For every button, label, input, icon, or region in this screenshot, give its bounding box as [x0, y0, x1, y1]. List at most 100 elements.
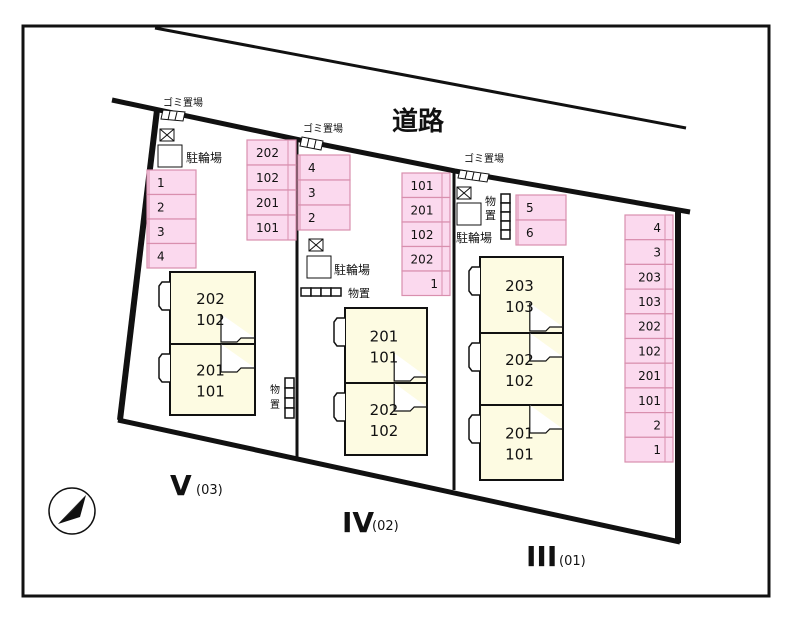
- parking-slot-label: 2: [653, 418, 661, 432]
- storage-units-iii: [500, 193, 511, 240]
- room-number-upper: 203: [505, 277, 534, 295]
- entrance-porch: [468, 266, 480, 296]
- lot-boundary-left: [117, 109, 160, 421]
- parking-slot-label: 1: [157, 176, 165, 190]
- parking-slot-label: 201: [638, 369, 661, 383]
- bicycle-label-v: 駐輪場: [186, 150, 222, 165]
- lot-boundary-top: [111, 97, 691, 215]
- lot-boundary-bottom: [117, 417, 681, 545]
- stair-outline: [220, 344, 255, 373]
- storage-label-iii-2: 置: [485, 209, 496, 222]
- parking-slot-label: 103: [638, 295, 661, 309]
- room-number-lower: 101: [505, 446, 534, 464]
- stair-outline: [529, 333, 563, 362]
- parking-slot-label: 102: [411, 228, 434, 242]
- room-number-lower: 101: [370, 349, 399, 367]
- parking-slot-label: 101: [638, 394, 661, 408]
- garbage-area-icon: [299, 136, 324, 151]
- parking-slot-label: 202: [638, 320, 661, 334]
- garbage-label-iii: ゴミ置場: [464, 152, 504, 165]
- parking-slot-label: 4: [308, 161, 316, 175]
- room-number-lower: 102: [370, 422, 399, 440]
- parking-slot: [146, 169, 197, 196]
- parking-slot-label: 201: [411, 203, 434, 217]
- room-number-lower: 102: [196, 311, 225, 329]
- parking-slot-label: 4: [653, 221, 661, 235]
- stair-outline: [529, 303, 563, 332]
- building-unit: [169, 343, 256, 416]
- garbage-label-v: ゴミ置場: [163, 96, 203, 109]
- parking-slot-label: 5: [526, 201, 534, 215]
- parking-slot-label: 2: [157, 200, 165, 214]
- hydrant-box-icon: [308, 238, 324, 252]
- parking-slot: [146, 218, 197, 245]
- hydrant-box-icon: [159, 128, 175, 142]
- parking-slot: [401, 270, 451, 297]
- stair-outline: [529, 405, 563, 434]
- storage-label-iii-1: 物: [485, 194, 496, 208]
- parking-slot-label: 2: [308, 211, 316, 225]
- parking-slot-label: 202: [411, 252, 434, 266]
- stair-outline: [220, 314, 255, 343]
- parking-slot-label: 3: [157, 225, 165, 239]
- parking-block-iii-right: 4 3 203 103 202 102 201 101 2 1: [624, 214, 674, 463]
- garbage-area-icon: [160, 109, 186, 122]
- stair-outline: [393, 383, 427, 412]
- bicycle-parking-iv: [306, 255, 332, 279]
- parking-slot: [297, 204, 351, 231]
- parking-block-iv-right: 101 201 102 202 1: [401, 172, 451, 297]
- section-code-v: (03): [196, 483, 223, 498]
- entrance-porch: [468, 342, 480, 372]
- section-code-iii: (01): [559, 554, 586, 569]
- bicycle-parking-iii: [456, 202, 482, 226]
- room-number-upper: 202: [505, 351, 534, 369]
- bicycle-label-iii: 駐輪場: [456, 230, 492, 245]
- parking-slot-label: 1: [430, 277, 438, 291]
- building-unit: [479, 332, 564, 406]
- parking-slot-label: 101: [256, 221, 279, 235]
- entrance-porch: [468, 414, 480, 444]
- section-numeral-iii: III: [526, 540, 557, 573]
- parking-slot: [624, 214, 674, 241]
- entrance-porch: [158, 281, 170, 311]
- parking-slot-label: 203: [638, 270, 661, 284]
- room-number-upper: 202: [196, 290, 225, 308]
- parking-slot-label: 201: [256, 196, 279, 210]
- parking-slot: [146, 242, 197, 269]
- parking-slot: [624, 239, 674, 265]
- parking-slot: [515, 219, 567, 246]
- stair-outline: [393, 353, 427, 382]
- parking-slot-label: 102: [638, 344, 661, 358]
- parking-block-iii-small: 56: [515, 194, 567, 246]
- parking-block-iv-left: 432: [297, 154, 351, 231]
- section-code-iv: (02): [372, 519, 399, 534]
- room-number-upper: 201: [370, 328, 399, 346]
- parking-slot: [297, 154, 351, 181]
- bicycle-parking-v: [157, 144, 183, 168]
- north-arrow-icon: [48, 487, 96, 535]
- parking-slot: [146, 193, 197, 220]
- parking-slot-label: 6: [526, 226, 534, 240]
- building-unit: [479, 404, 564, 481]
- entrance-porch: [158, 353, 170, 383]
- room-number-lower: 102: [505, 372, 534, 390]
- hydrant-box-icon: [456, 186, 472, 200]
- room-number-upper: 201: [196, 362, 225, 380]
- road-label: 道路: [392, 106, 445, 137]
- parking-slot-label: 101: [411, 179, 434, 193]
- storage-label-v-1: 物: [270, 383, 280, 396]
- building-unit: [344, 382, 428, 456]
- garbage-area-icon: [457, 169, 490, 183]
- parking-slot-label: 3: [653, 246, 661, 260]
- storage-units-iv: [300, 287, 342, 297]
- storage-units-v: [284, 377, 295, 419]
- parking-slot: [624, 412, 674, 438]
- bicycle-label-iv: 駐輪場: [334, 262, 370, 277]
- parking-slot-label: 1: [653, 443, 661, 457]
